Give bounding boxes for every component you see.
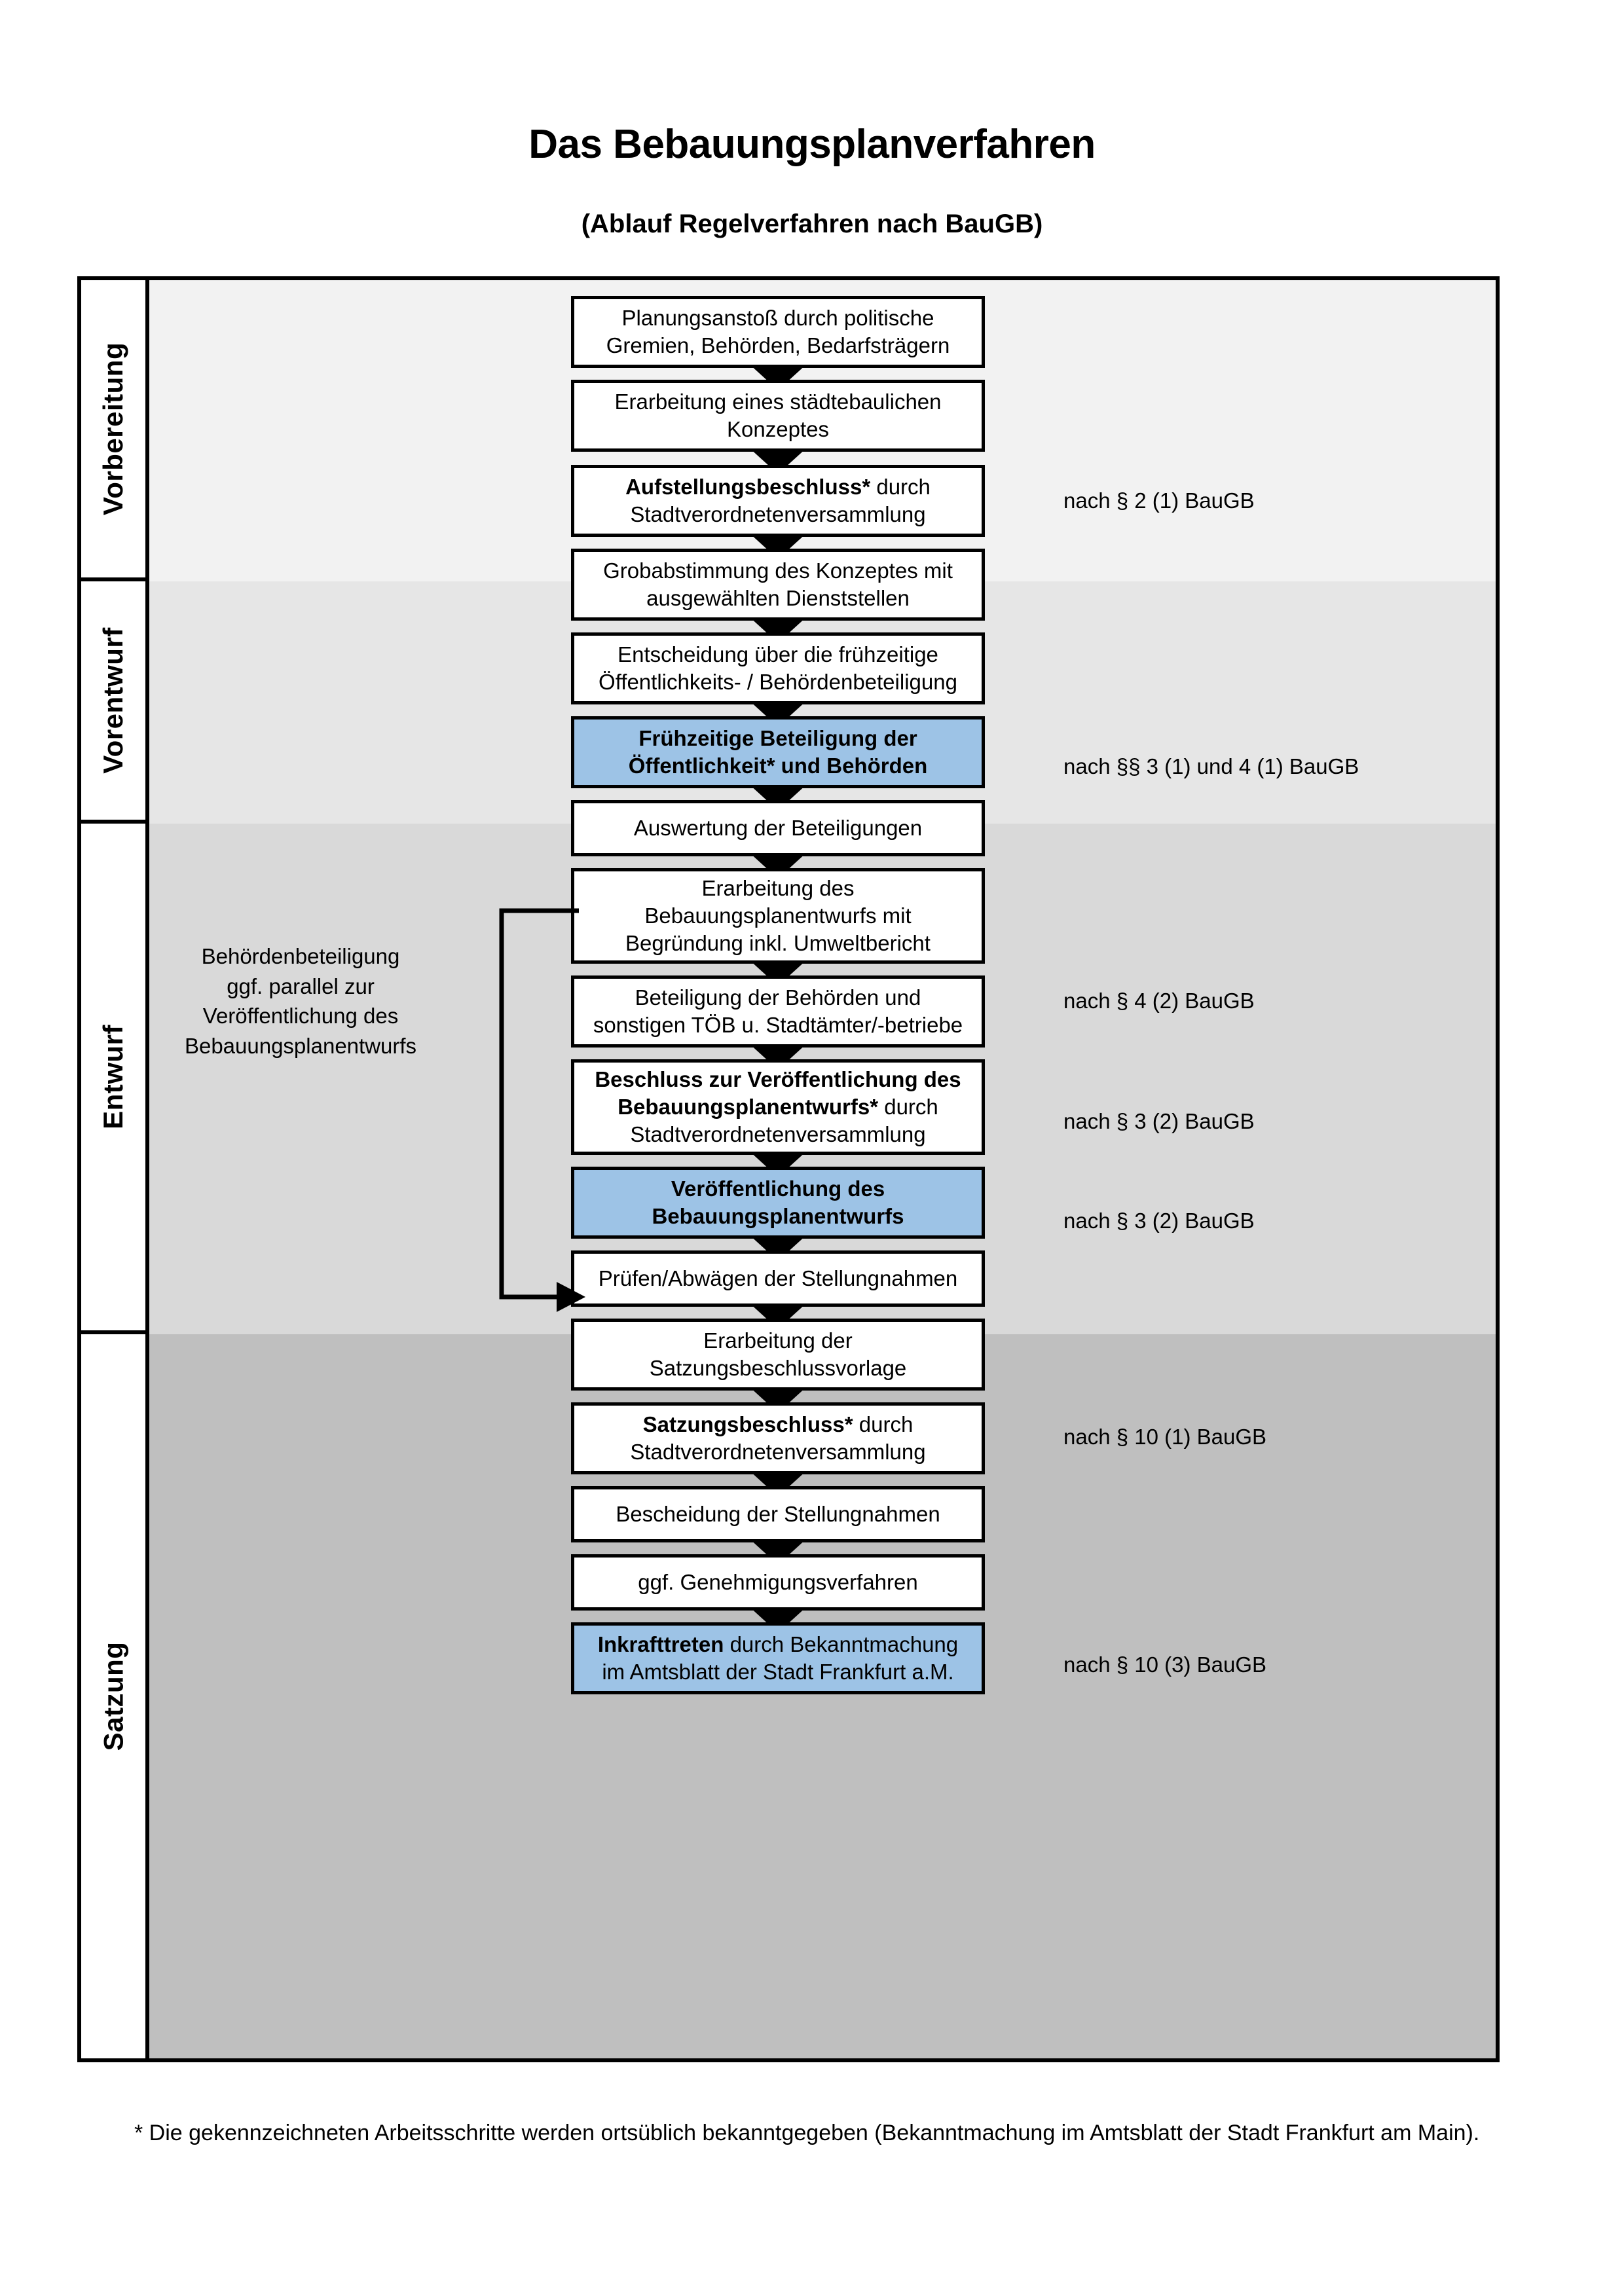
flowchart-frame: Vorbereitung Vorentwurf Entwurf Satzung … <box>77 276 1500 2062</box>
phase-cell-vorentwurf: Vorentwurf <box>81 581 145 824</box>
behoerdenbeteiligung-note: Behördenbeteiligung ggf. parallel zur Ve… <box>160 941 441 1061</box>
legal-ref-par3-2-b: nach § 3 (2) BauGB <box>1063 1209 1255 1233</box>
step-pruefen-abwaegen[interactable]: Prüfen/Abwägen der Stellungnahmen <box>571 1250 985 1307</box>
side-note-line-2: ggf. parallel zur <box>227 974 375 998</box>
side-note-line-1: Behördenbeteiligung <box>201 944 400 968</box>
phase-label-column: Vorbereitung Vorentwurf Entwurf Satzung <box>81 280 149 2058</box>
page-subtitle: (Ablauf Regelverfahren nach BauGB) <box>581 210 1043 238</box>
phase-cell-vorbereitung: Vorbereitung <box>81 280 145 581</box>
phase-cell-entwurf: Entwurf <box>81 824 145 1334</box>
step-auswertung-text: Auswertung der Beteiligungen <box>633 815 923 840</box>
legal-ref-par4-2: nach § 4 (2) BauGB <box>1063 989 1255 1013</box>
step-bescheidung-text: Bescheidung der Stellungnahmen <box>616 1501 940 1526</box>
legal-ref-par10-3: nach § 10 (3) BauGB <box>1063 1652 1267 1677</box>
phase-label-vorentwurf: Vorentwurf <box>98 627 128 774</box>
step-auswertung[interactable]: Auswertung der Beteiligungen <box>571 800 985 856</box>
step-genehmigungsverfahren[interactable]: ggf. Genehmigungsverfahren <box>571 1554 985 1611</box>
phase-cell-satzung: Satzung <box>81 1334 145 2058</box>
phase-label-satzung: Satzung <box>98 1641 129 1751</box>
side-note-line-4: Bebauungsplanentwurfs <box>184 1033 417 1058</box>
phase-label-entwurf: Entwurf <box>98 1025 128 1129</box>
footnote: * Die gekennzeichneten Arbeitsschritte w… <box>134 2121 1480 2145</box>
side-note-line-3: Veröffentlichung des <box>202 1004 399 1029</box>
legal-ref-par3-4-1: nach §§ 3 (1) und 4 (1) BauGB <box>1063 754 1359 778</box>
page-title: Das Bebauungsplanverfahren <box>528 122 1096 167</box>
step-genehmigungsverfahren-text: ggf. Genehmigungsverfahren <box>638 1569 918 1594</box>
step-bescheidung[interactable]: Bescheidung der Stellungnahmen <box>571 1486 985 1542</box>
phase-label-vorbereitung: Vorbereitung <box>98 342 129 516</box>
legal-ref-par3-2-a: nach § 3 (2) BauGB <box>1063 1109 1255 1133</box>
step-pruefen-abwaegen-text: Prüfen/Abwägen der Stellungnahmen <box>598 1266 958 1290</box>
legal-ref-par2-1: nach § 2 (1) BauGB <box>1063 488 1255 513</box>
legal-ref-par10-1: nach § 10 (1) BauGB <box>1063 1425 1267 1449</box>
